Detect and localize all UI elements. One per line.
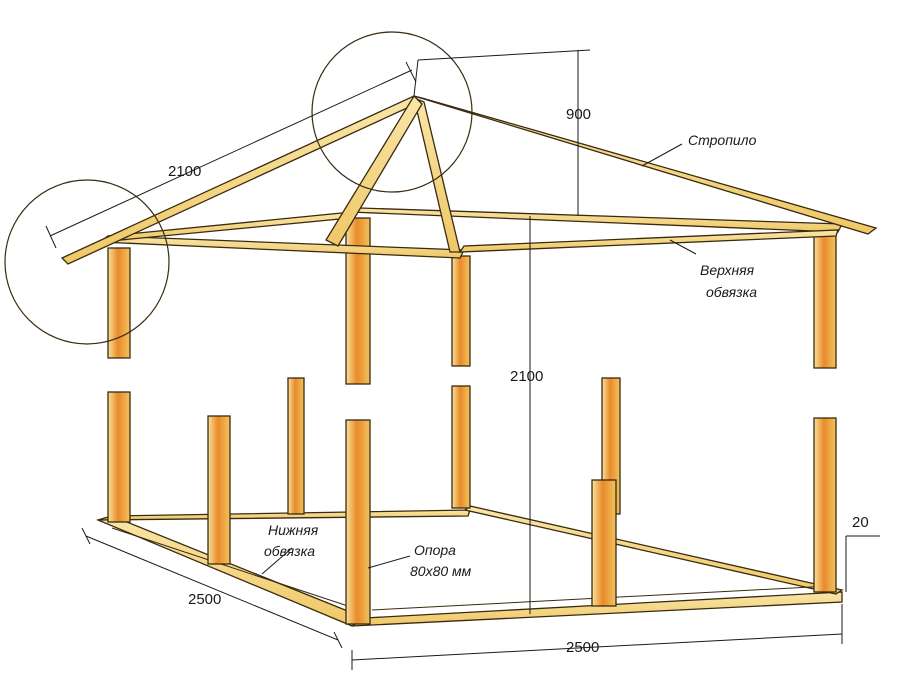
rafter-right: [413, 95, 878, 235]
support-label-1: Опора: [414, 542, 456, 558]
detail-circle-ridge: [311, 31, 473, 193]
post-left-lower: [107, 391, 131, 523]
top-frame-label-1: Верхняя: [700, 262, 755, 278]
rafter-label: Стропило: [688, 132, 757, 148]
detail-circles: [4, 31, 473, 345]
bottom-offset-dim: 20: [852, 514, 869, 531]
post-front-mid: [591, 479, 617, 607]
bottom-frame: [96, 505, 844, 627]
front-side-dim: 2500: [566, 639, 599, 656]
bottom-beam-right: [463, 505, 844, 595]
leader-lines: [261, 143, 697, 575]
bottom-frame-label-1: Нижняя: [268, 522, 319, 538]
dimension-lines: [45, 49, 880, 670]
top-frame: [97, 207, 844, 259]
support-label-2: 80x80 мм: [410, 563, 472, 579]
top-beam-back-right: [458, 229, 839, 253]
post-back-corner: [451, 255, 471, 367]
post-front-upper: [345, 217, 371, 385]
detail-circle-eave: [4, 179, 170, 345]
rafter-length-dim: 2100: [168, 163, 201, 180]
post-right-lower: [813, 417, 837, 593]
top-frame-label-2: обвязка: [706, 284, 757, 300]
roof-height-dim: 900: [566, 106, 591, 123]
post-back-corner-lower: [451, 385, 471, 509]
post-back-mid: [287, 377, 305, 515]
roof: [60, 94, 878, 265]
post-left-upper: [107, 247, 131, 359]
post-height-dim: 2100: [510, 368, 543, 385]
post-left-mid: [207, 415, 231, 565]
post-front-lower: [345, 419, 371, 625]
bottom-beam-back: [97, 509, 471, 521]
left-side-dim: 2500: [188, 591, 221, 608]
posts: [107, 217, 837, 625]
post-right-upper: [813, 227, 837, 369]
bottom-beam-left: [96, 515, 367, 627]
top-beam-back-left: [98, 235, 466, 259]
top-beam-front: [349, 207, 844, 233]
bottom-frame-label-2: обвязка: [264, 543, 315, 559]
rafter-back: [413, 96, 461, 253]
rafter-front: [325, 94, 423, 247]
